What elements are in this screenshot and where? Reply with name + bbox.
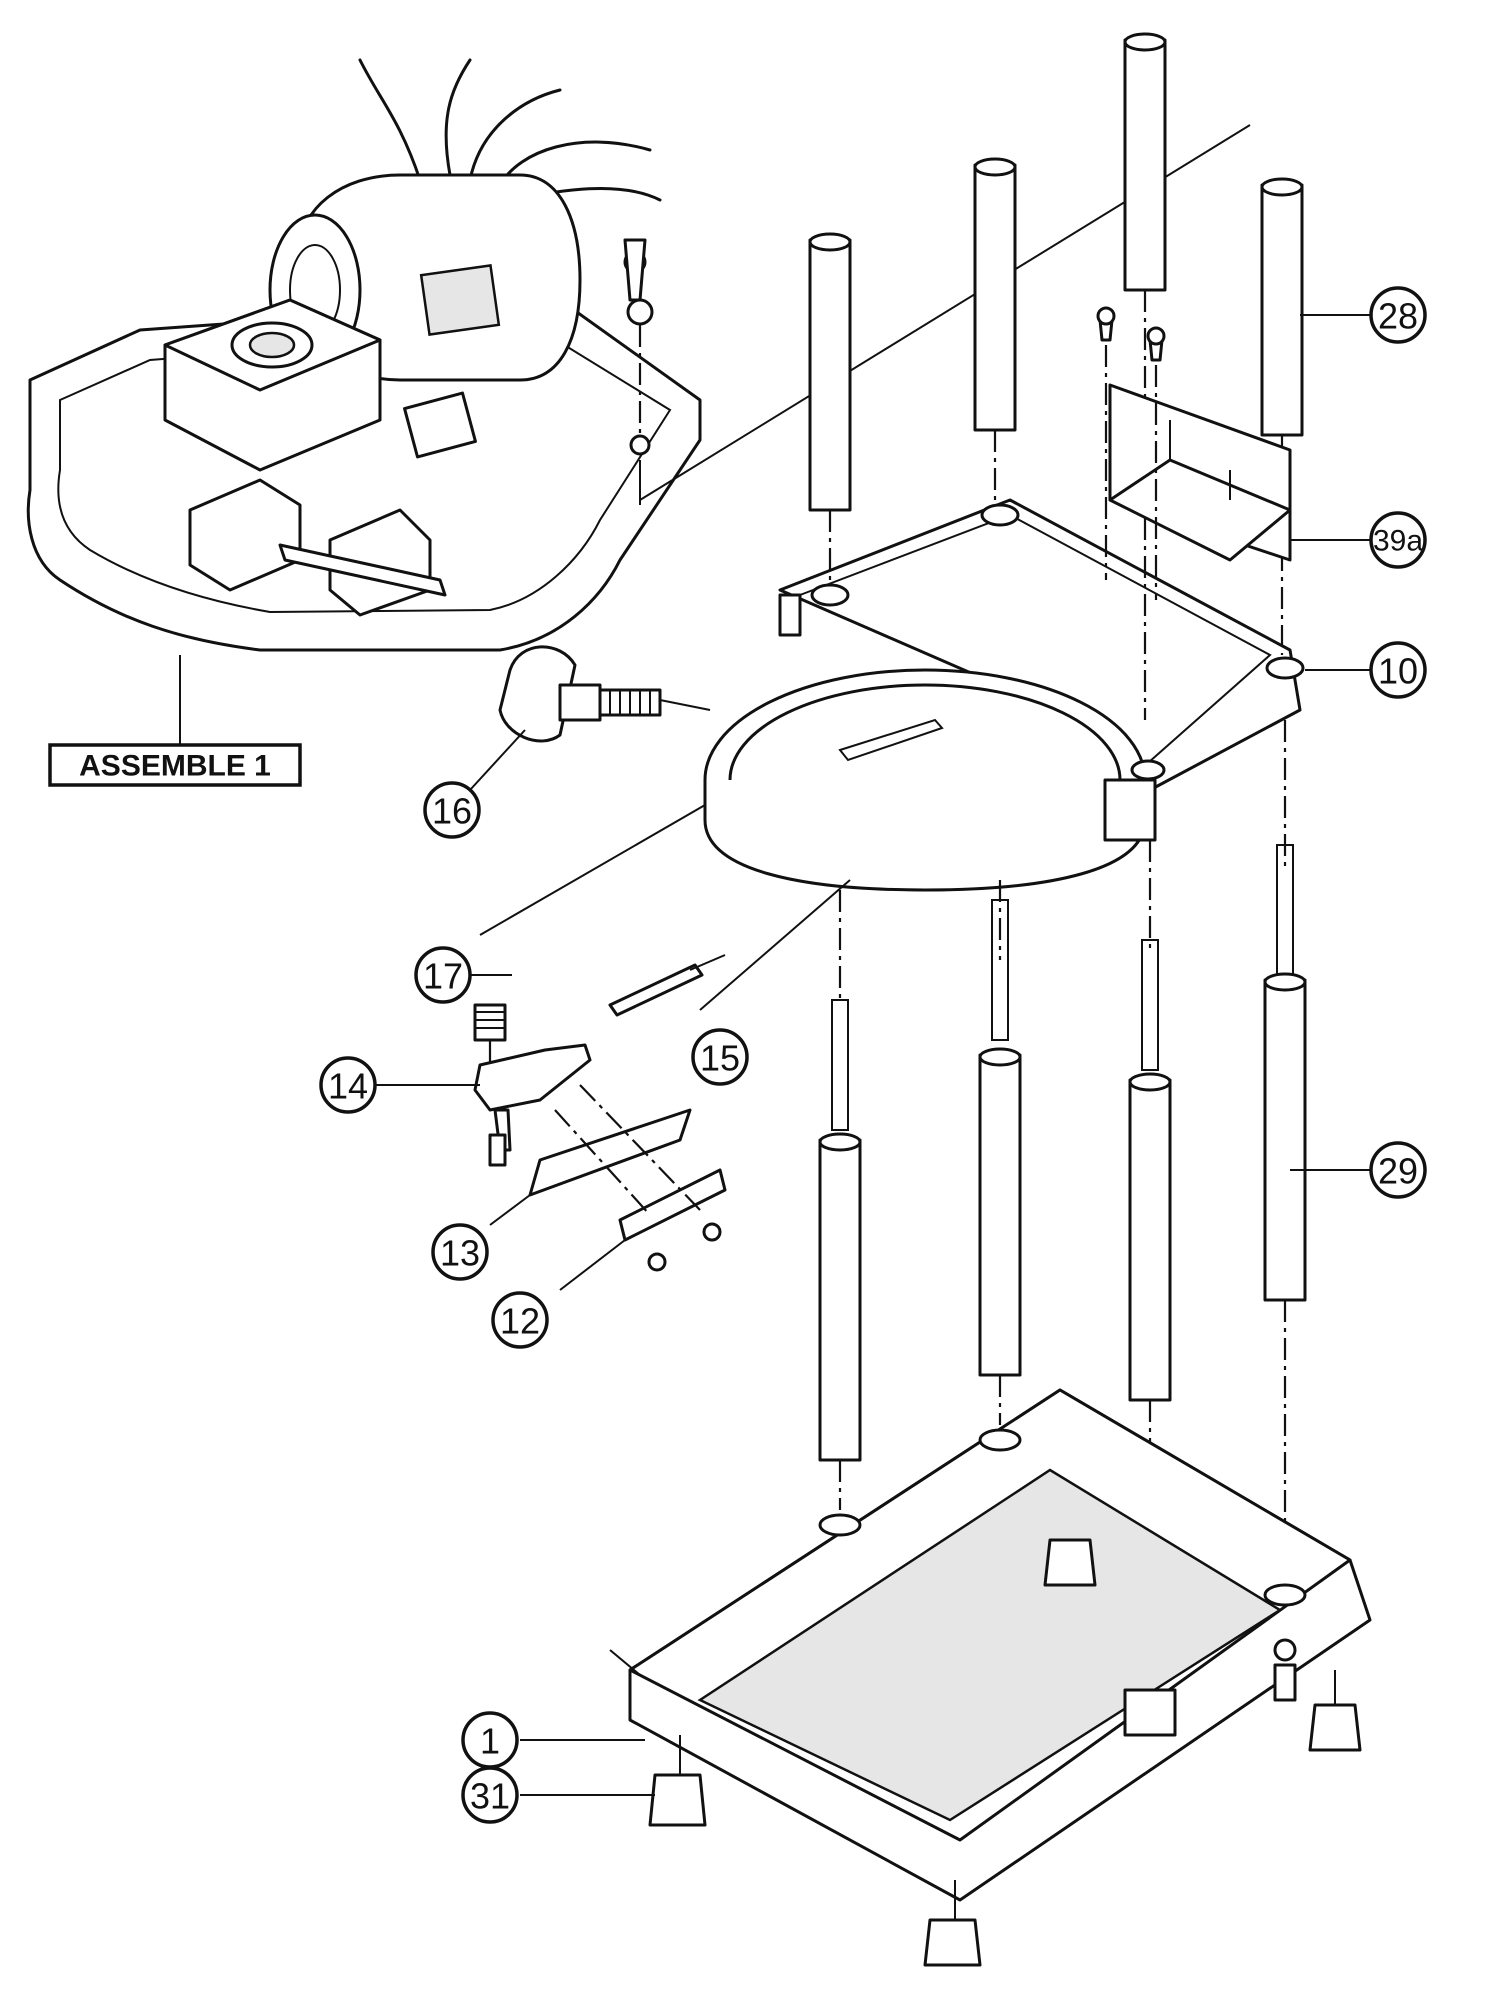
svg-text:1: 1 bbox=[480, 1721, 500, 1762]
blade-assembly bbox=[473, 804, 851, 1291]
svg-text:16: 16 bbox=[432, 791, 472, 832]
knob bbox=[469, 645, 711, 791]
upper-posts bbox=[808, 32, 1304, 720]
callout-14: 14 bbox=[319, 1056, 377, 1114]
svg-text:13: 13 bbox=[440, 1233, 480, 1274]
bracket bbox=[1096, 306, 1292, 600]
callout-16: 16 bbox=[423, 781, 481, 839]
base bbox=[609, 1388, 1372, 1967]
assembly-label: ASSEMBLE 1 bbox=[48, 743, 302, 787]
callout-13: 13 bbox=[431, 1223, 489, 1281]
callout-leaders bbox=[375, 314, 1370, 1796]
svg-text:39a: 39a bbox=[1373, 525, 1423, 558]
callout-10: 10 bbox=[1369, 641, 1427, 699]
svg-text:17: 17 bbox=[423, 956, 463, 997]
callout-31: 31 bbox=[461, 1766, 519, 1824]
svg-text:15: 15 bbox=[700, 1038, 740, 1079]
callout-17: 17 bbox=[414, 946, 472, 1004]
callout-12: 12 bbox=[491, 1291, 549, 1349]
ring-frame bbox=[703, 498, 1305, 892]
motor-assembly bbox=[26, 58, 1251, 745]
callout-1: 1 bbox=[461, 1711, 519, 1769]
svg-text:28: 28 bbox=[1378, 296, 1418, 337]
svg-text:31: 31 bbox=[470, 1776, 510, 1817]
callout-39a: 39a bbox=[1369, 511, 1427, 569]
svg-text:10: 10 bbox=[1378, 651, 1418, 692]
svg-text:14: 14 bbox=[328, 1066, 368, 1107]
lower-posts bbox=[818, 720, 1307, 1710]
assembly-label-text: ASSEMBLE 1 bbox=[79, 750, 271, 783]
callout-29: 29 bbox=[1369, 1141, 1427, 1199]
svg-text:29: 29 bbox=[1378, 1151, 1418, 1192]
callout-28: 28 bbox=[1369, 286, 1427, 344]
callout-15: 15 bbox=[691, 1028, 749, 1086]
svg-text:12: 12 bbox=[500, 1301, 540, 1342]
